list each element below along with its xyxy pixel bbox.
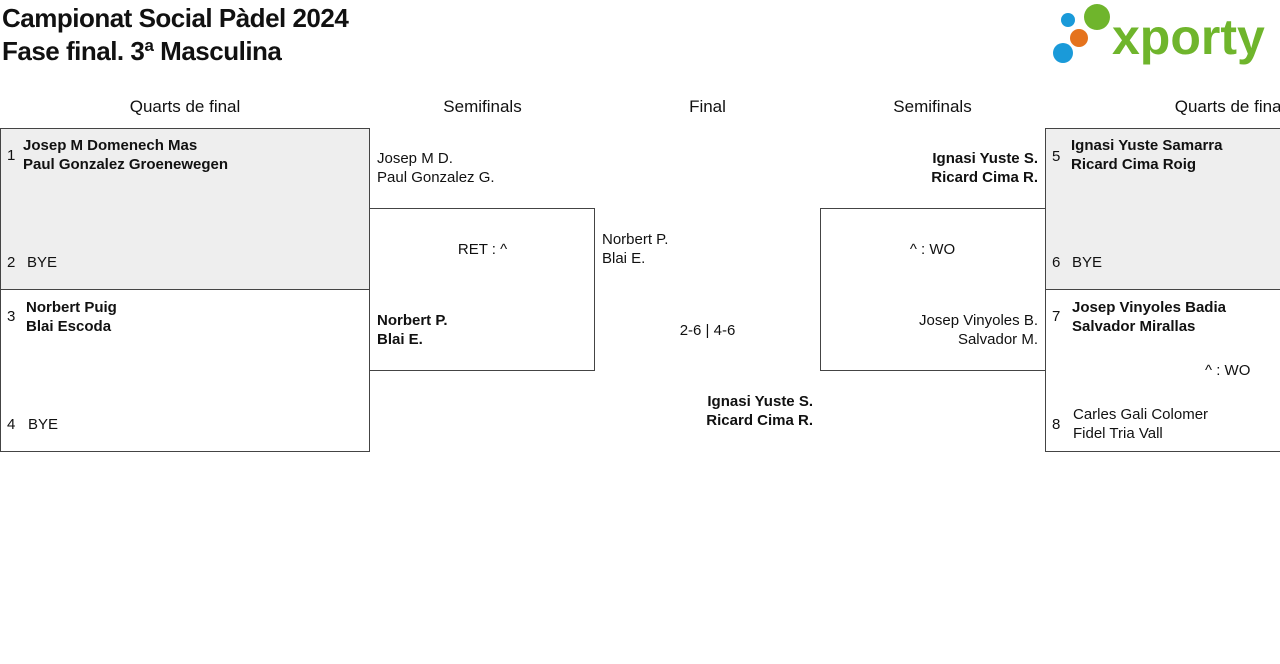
round-header-right-semifinals: Semifinals xyxy=(893,97,972,116)
left-semifinal-top-player-1: Josep M D. xyxy=(377,150,453,167)
team-5-player-2: Ricard Cima Roig xyxy=(1071,156,1197,173)
left-semifinal-top-player-2: Paul Gonzalez G. xyxy=(377,169,495,186)
right-semifinal-bottom-player-1: Josep Vinyoles B. xyxy=(919,312,1038,329)
logo-dot-blue-small xyxy=(1061,13,1075,27)
right-semifinal-top-player-2: Ricard Cima R. xyxy=(931,169,1038,186)
team-3-player-1: Norbert Puig xyxy=(26,299,117,316)
team-7-player-2: Salvador Mirallas xyxy=(1072,318,1196,335)
round-header-final: Final xyxy=(689,97,726,116)
left-semifinal-bottom-player-1: Norbert P. xyxy=(377,312,448,329)
left-semifinal-match xyxy=(369,208,595,371)
logo-dot-blue xyxy=(1053,43,1073,63)
seed-number-5: 5 xyxy=(1052,148,1061,165)
round-header-left-quarterfinals: Quarts de final xyxy=(129,97,241,116)
page-subtitle: Fase final. 3ª Masculina xyxy=(2,36,282,66)
round-header-right-quarterfinals: Quarts de final xyxy=(1174,97,1280,116)
final-left-player-1: Norbert P. xyxy=(602,231,669,248)
team-2-bye: BYE xyxy=(27,254,58,271)
seed-number-7: 7 xyxy=(1052,308,1061,325)
logo-dot-green xyxy=(1084,4,1110,30)
final-left-player-2: Blai E. xyxy=(602,250,646,267)
final-winner-player-1: Ignasi Yuste S. xyxy=(707,393,813,410)
page-title: Campionat Social Pàdel 2024 xyxy=(2,3,349,33)
quarterfinal-match-1-2 xyxy=(0,128,370,290)
quarterfinal-match-7-8 xyxy=(1045,289,1280,452)
team-3-player-2: Blai Escoda xyxy=(26,318,112,335)
round-header-left-semifinals: Semifinals xyxy=(443,97,522,116)
seed-number-6: 6 xyxy=(1052,254,1061,271)
xporty-logo-mark xyxy=(1053,4,1110,63)
team-8-player-1: Carles Gali Colomer xyxy=(1073,406,1209,423)
left-semifinal-score: RET : ^ xyxy=(457,241,508,258)
final-winner-player-2: Ricard Cima R. xyxy=(706,412,813,429)
right-semifinal-score: ^ : WO xyxy=(909,241,956,258)
logo-dot-orange xyxy=(1070,29,1088,47)
right-semifinal-bottom-player-2: Salvador M. xyxy=(957,331,1038,348)
team-5-player-1: Ignasi Yuste Samarra xyxy=(1071,137,1223,154)
team-1-player-1: Josep M Domenech Mas xyxy=(23,137,198,154)
right-semifinal-top-player-1: Ignasi Yuste S. xyxy=(932,150,1038,167)
seed-number-3: 3 xyxy=(7,308,16,325)
logo-wordmark: xporty xyxy=(1112,9,1265,65)
final-score: 2-6 | 4-6 xyxy=(679,322,736,339)
quarterfinal-match-5-6 xyxy=(1045,128,1280,290)
seed-number-1: 1 xyxy=(7,147,16,164)
seed-number-2: 2 xyxy=(7,254,16,271)
seed-number-8: 8 xyxy=(1052,416,1061,433)
left-semifinal-bottom-player-2: Blai E. xyxy=(377,331,423,348)
team-1-player-2: Paul Gonzalez Groenewegen xyxy=(23,156,229,173)
team-6-bye: BYE xyxy=(1072,254,1103,271)
team-4-bye: BYE xyxy=(28,416,59,433)
team-8-player-2: Fidel Tria Vall xyxy=(1073,425,1163,442)
right-quarterfinal-score: ^ : WO xyxy=(1205,362,1251,379)
team-7-player-1: Josep Vinyoles Badia xyxy=(1072,299,1226,316)
seed-number-4: 4 xyxy=(7,416,16,433)
